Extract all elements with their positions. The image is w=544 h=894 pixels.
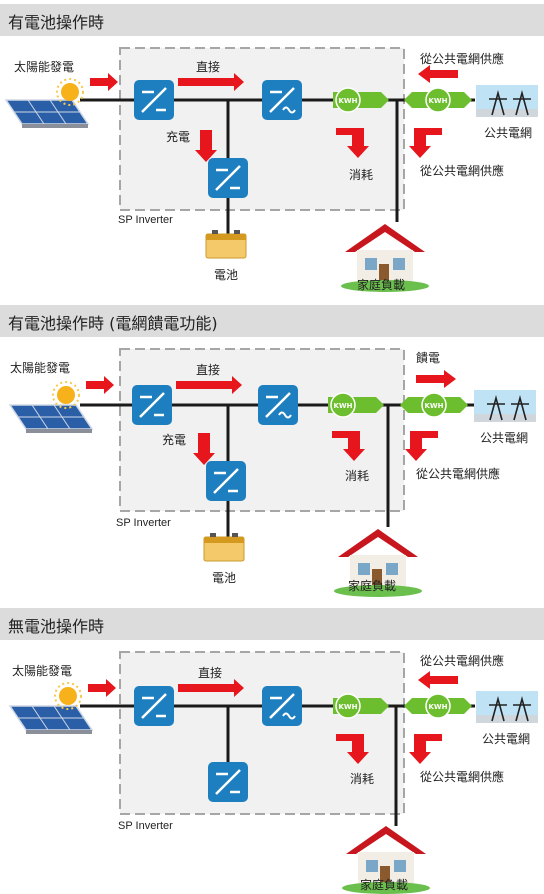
house-label: 家庭負載 [348,579,397,593]
section-1-diagram: KWH KWH 太陽能發電 直接 充電 消耗 從公共電網供應 公共電網 從公共電… [0,40,544,298]
grid-supply-top-label: 從公共電網供應 [420,654,505,668]
grid-supply-arrow [418,65,458,83]
sp-inverter-label: SP Inverter [116,517,171,529]
solar-panel-icon [8,404,94,433]
kwh-meter-icon: KWH [404,693,472,719]
house-icon [334,529,422,597]
section-3-header: 無電池操作時 [0,608,544,640]
inverter-icon [134,686,174,726]
section-1-title: 有電池操作時 [8,13,105,32]
grid-supply-top-label: 從公共電網供應 [420,52,505,66]
grid-label: 公共電網 [482,732,531,746]
grid-supply-bottom-label: 從公共電網供應 [416,467,501,481]
inverter-icon [208,158,248,198]
section-2-header: 有電池操作時 (電網饋電功能) [0,305,544,337]
direct-label: 直接 [196,363,221,377]
solar-panel-icon [4,99,90,128]
solar-flow-arrow [86,376,114,394]
direct-label: 直接 [198,666,223,680]
inverter-box [119,651,405,815]
inverter-box [119,348,405,512]
section-3-diagram: KWH KWH 太陽能發電 直接 消耗 從公共電網供應 公共電網 從公共電網供應… [0,644,544,894]
house-label: 家庭負載 [357,278,406,292]
solar-flow-arrow [90,73,118,91]
consume-label: 消耗 [349,168,374,182]
kwh-meter-icon: KWH [328,392,384,418]
section-3-title: 無電池操作時 [8,617,105,636]
svg-text:KWH: KWH [428,97,447,105]
direct-label: 直接 [196,60,221,74]
kwh-meter-icon: KWH [404,87,472,113]
power-grid-icon [476,691,538,723]
grid-supply-arrow [409,734,442,764]
solar-flow-arrow [88,679,116,697]
svg-text:KWH: KWH [424,402,443,410]
consume-flow-arrow [336,128,369,158]
charge-flow-arrow [193,433,215,465]
consume-flow-arrow [332,431,365,461]
solar-label: 太陽能發電 [14,60,75,74]
consume-flow-arrow [336,734,369,764]
house-icon [341,224,429,292]
grid-supply-bottom-label: 從公共電網供應 [420,770,505,784]
sun-icon [54,682,82,710]
inverter-icon [132,385,172,425]
consume-label: 消耗 [345,469,370,483]
battery-label: 電池 [212,571,237,585]
inverter-icon [134,80,174,120]
inverter-icon [262,80,302,120]
section-3-svg: KWH KWH [8,651,538,894]
svg-text:KWH: KWH [428,703,447,711]
power-grid-icon [476,85,538,117]
house-label: 家庭負載 [360,878,409,892]
feed-flow-arrow [416,370,456,388]
svg-text:KWH: KWH [333,402,352,410]
house-icon [342,826,430,894]
battery-icon [205,230,247,259]
kwh-meter-icon: KWH [400,392,468,418]
inverter-icon [258,385,298,425]
kwh-meter-icon: KWH [333,87,389,113]
section-1-header: 有電池操作時 [0,4,544,36]
inverter-icon [206,461,246,501]
section-1-svg: KWH KWH [4,47,538,292]
direct-flow-arrow [176,376,242,394]
section-2-diagram: KWH KWH 太陽能發電 直接 充電 消耗 饋電 公共電網 從公共電網供應 S… [0,341,544,603]
sun-icon [56,78,84,106]
battery-label: 電池 [214,268,239,282]
direct-flow-arrow [178,679,244,697]
grid-supply-arrow [418,671,458,689]
grid-supply-bottom-label: 從公共電網供應 [420,164,505,178]
battery-icon [203,533,245,562]
grid-supply-arrow [409,128,442,158]
sun-icon [52,381,80,409]
consume-label: 消耗 [350,772,375,786]
kwh-meter-icon: KWH [333,693,389,719]
inverter-icon [262,686,302,726]
charge-label: 充電 [162,433,187,447]
grid-supply-arrow [405,431,438,461]
grid-label: 公共電網 [484,126,533,140]
svg-text:KWH: KWH [338,97,357,105]
svg-text:KWH: KWH [338,703,357,711]
inverter-icon [208,762,248,802]
grid-label: 公共電網 [480,431,529,445]
charge-label: 充電 [166,130,191,144]
sp-inverter-label: SP Inverter [118,820,173,832]
section-2-svg: KWH KWH [8,348,536,597]
charge-flow-arrow [195,130,217,162]
sp-inverter-label: SP Inverter [118,214,173,226]
direct-flow-arrow [178,73,244,91]
solar-label: 太陽能發電 [12,664,73,678]
solar-panel-icon [8,705,94,734]
feed-label: 饋電 [416,351,441,365]
section-2-title: 有電池操作時 (電網饋電功能) [8,314,218,333]
solar-label: 太陽能發電 [10,361,71,375]
power-grid-icon [474,390,536,422]
